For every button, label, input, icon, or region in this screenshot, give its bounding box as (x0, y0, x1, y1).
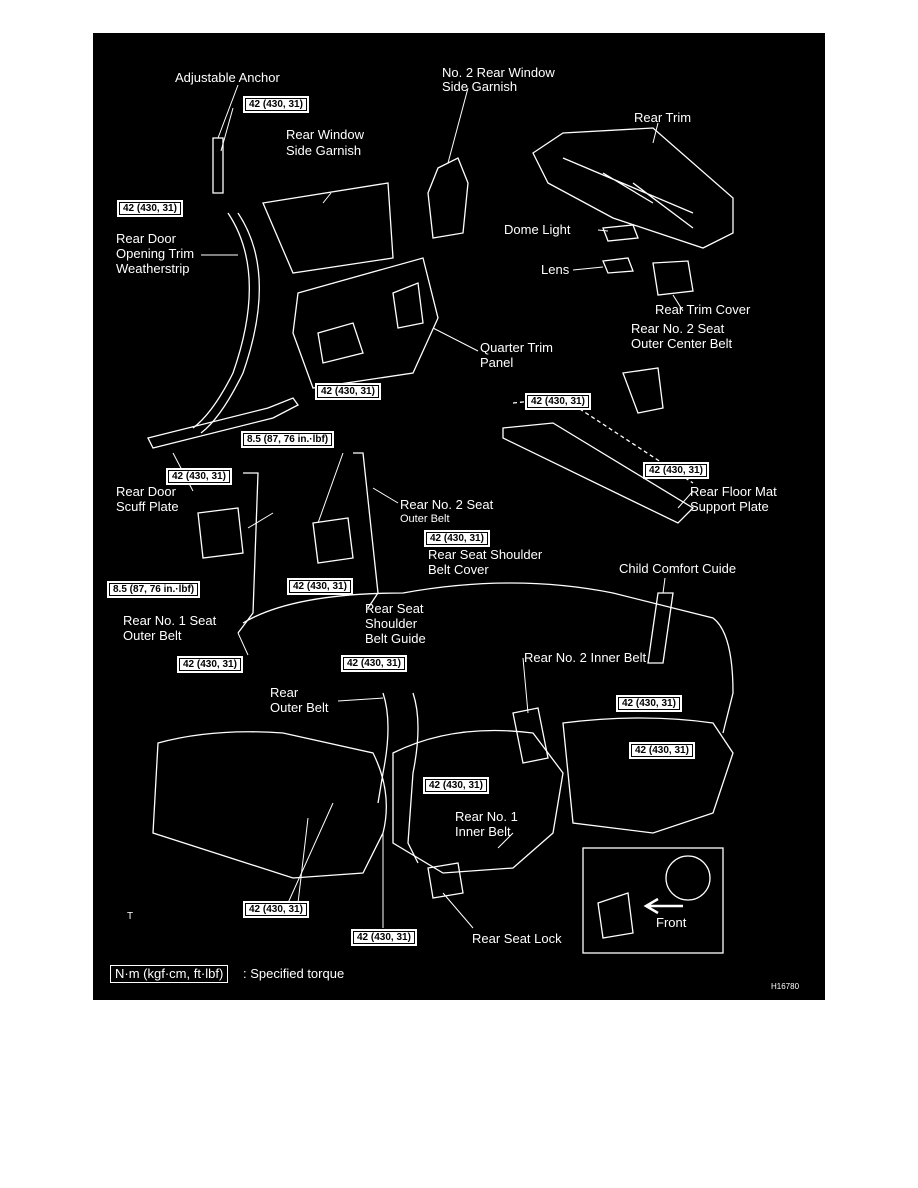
label-floor-mat-2: Support Plate (690, 499, 769, 514)
label-quarter-trim-2: Panel (480, 355, 514, 370)
label-front: Front (656, 915, 687, 930)
label-no2-outer-belt-2: Outer Belt (400, 513, 450, 525)
label-rear-outer-belt-1: Rear (270, 685, 299, 700)
dome-light-shape (602, 224, 639, 242)
torque-box: 42 (430, 31) (315, 383, 381, 400)
label-rear-door-opening-2: Opening Trim (116, 246, 195, 261)
label-rear-seat-lock: Rear Seat Lock (472, 931, 562, 946)
label-no1-inner-belt-2: Inner Belt (455, 824, 511, 839)
figure-id: H16780 (771, 982, 800, 991)
label-no2-outer-belt-1: Rear No. 2 Seat (400, 497, 494, 512)
no2-garnish-shape (427, 157, 469, 239)
adjustable-anchor-shape (212, 137, 224, 194)
no2-outer-belt-shape (312, 517, 354, 564)
label-rear-window-garnish-1: Rear Window (286, 127, 365, 142)
label-shoulder-guide-1: Rear Seat (365, 601, 424, 616)
label-outer-center-belt-2: Outer Center Belt (631, 336, 733, 351)
torque-box: 42 (430, 31) (243, 901, 309, 918)
seat-back-shape (242, 582, 734, 734)
label-outer-center-belt-1: Rear No. 2 Seat (631, 321, 725, 336)
front-arrow (643, 897, 683, 915)
diagram-drawing (147, 84, 734, 954)
torque-box: 42 (430, 31) (243, 96, 309, 113)
label-no1-outer-belt-2: Outer Belt (123, 628, 182, 643)
label-rear-trim: Rear Trim (634, 110, 692, 125)
outer-belt-strap (377, 692, 389, 804)
label-dome-light: Dome Light (504, 222, 571, 237)
label-quarter-trim-1: Quarter Trim (480, 340, 553, 355)
label-scuff-plate-2: Scuff Plate (116, 499, 179, 514)
torque-box: 42 (430, 31) (616, 695, 682, 712)
diagram-panel: Adjustable Anchor No. 2 Rear Window Side… (93, 33, 825, 1000)
torque-box: 42 (430, 31) (424, 530, 490, 547)
label-scuff-plate-1: Rear Door (116, 484, 176, 499)
label-no2-garnish-1: No. 2 Rear Window (442, 65, 555, 80)
seat-lock-shape (427, 862, 464, 899)
label-rear-door-opening-1: Rear Door (116, 231, 176, 246)
rear-window-garnish-shape (262, 182, 394, 274)
child-guide-shape (647, 592, 674, 664)
label-floor-mat-1: Rear Floor Mat (690, 484, 777, 499)
quarter-trim-shape (292, 257, 439, 389)
label-lens: Lens (541, 262, 570, 277)
seat-cushion-shape (152, 731, 387, 879)
rear-trim-shape (532, 127, 734, 249)
label-no2-inner-belt: Rear No. 2 Inner Belt (524, 650, 647, 665)
no2-inner-belt-shape (512, 707, 549, 764)
label-rear-trim-cover: Rear Trim Cover (655, 302, 751, 317)
label-rear-outer-belt-2: Outer Belt (270, 700, 329, 715)
legend-text: : Specified torque (243, 966, 345, 981)
torque-box: 42 (430, 31) (117, 200, 183, 217)
label-no1-outer-belt-1: Rear No. 1 Seat (123, 613, 217, 628)
torque-box: 42 (430, 31) (166, 468, 232, 485)
outer-center-belt-shape (622, 367, 664, 414)
torque-box: 42 (430, 31) (525, 393, 591, 410)
legend-unit-box: N·m (kgf·cm, ft·lbf) (110, 965, 229, 983)
no1-outer-belt-shape (197, 507, 244, 559)
label-shoulder-cover-1: Rear Seat Shoulder (428, 547, 543, 562)
floor-mat-plate-shape (502, 422, 695, 524)
label-no2-garnish-2: Side Garnish (442, 79, 518, 94)
label-no1-inner-belt-1: Rear No. 1 (455, 809, 518, 824)
torque-box: 42 (430, 31) (629, 742, 695, 759)
torque-box: 42 (430, 31) (643, 462, 709, 479)
label-shoulder-guide-3: Belt Guide (365, 631, 426, 646)
torque-box: 42 (430, 31) (287, 578, 353, 595)
torque-box: 42 (430, 31) (177, 656, 243, 673)
torque-box: 8.5 (87, 76 in.·lbf) (241, 431, 335, 448)
weatherstrip-shape (192, 212, 250, 429)
lens-shape (602, 257, 634, 274)
torque-box: 42 (430, 31) (341, 655, 407, 672)
rear-trim-cover-shape (652, 260, 694, 296)
label-rear-window-garnish-2: Side Garnish (286, 143, 362, 158)
torque-box: 8.5 (87, 76 in.·lbf) (107, 581, 201, 598)
label-rear-door-opening-3: Weatherstrip (116, 261, 190, 276)
torque-box: 42 (430, 31) (423, 777, 489, 794)
scuff-plate-shape (147, 397, 299, 449)
label-adjustable-anchor: Adjustable Anchor (175, 70, 280, 85)
label-t-mark: T (127, 911, 134, 922)
label-shoulder-cover-2: Belt Cover (428, 562, 489, 577)
label-shoulder-guide-2: Shoulder (365, 616, 418, 631)
label-child-guide: Child Comfort Cuide (619, 561, 737, 576)
torque-box: 42 (430, 31) (351, 929, 417, 946)
